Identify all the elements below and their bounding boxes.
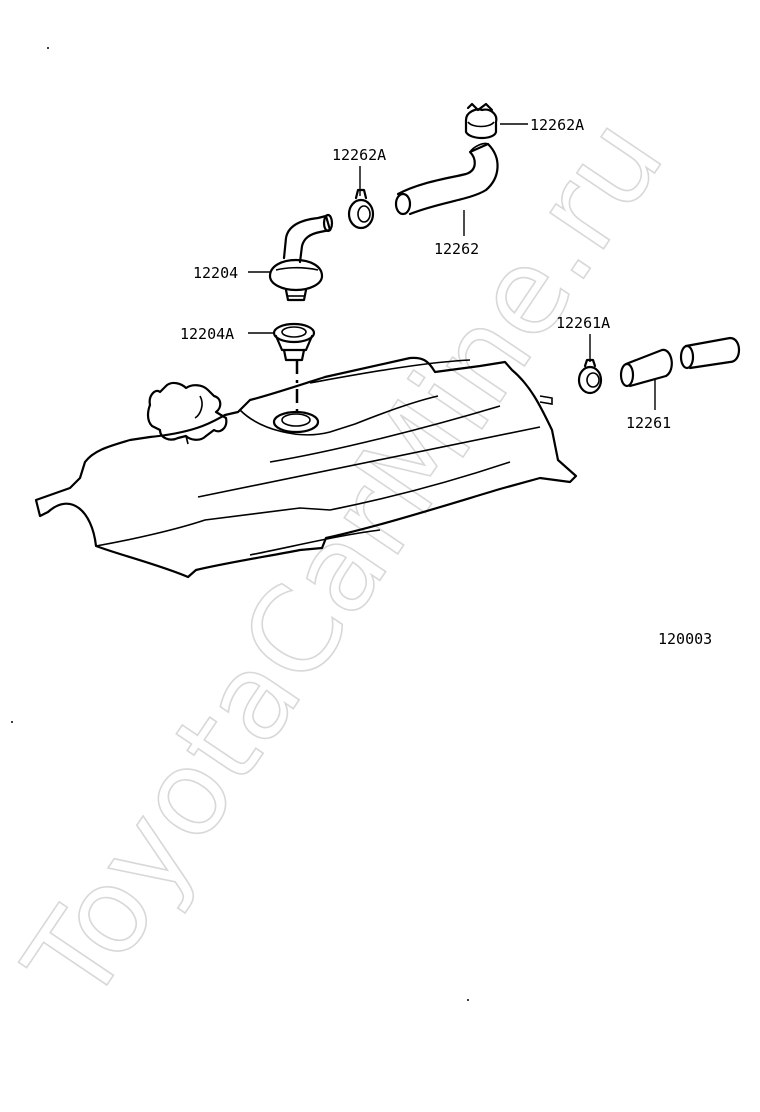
clamp-12262a-top [464, 102, 498, 140]
oil-filler-cap [146, 381, 228, 445]
figure-number: 120003 [658, 630, 712, 648]
grommet-hole [272, 410, 320, 434]
hose-12262 [394, 142, 499, 216]
label-12261: 12261 [626, 414, 671, 432]
grommet-12204a [272, 322, 316, 362]
hose-12261 [619, 336, 741, 388]
cylinder-head-cover [34, 356, 578, 579]
speck [11, 721, 13, 723]
watermark: ToyotaCarMine.ru [0, 94, 690, 1027]
label-12204: 12204 [193, 264, 238, 282]
label-12262a-mid: 12262A [332, 146, 386, 164]
label-12262: 12262 [434, 240, 479, 258]
label-12262a-top: 12262A [530, 116, 584, 134]
clamp-12262a-mid [347, 188, 375, 230]
label-12261a: 12261A [556, 314, 610, 332]
leader-lines [248, 123, 656, 410]
speck [47, 47, 49, 49]
speck [467, 999, 469, 1001]
clamp-12261a [577, 358, 603, 395]
pcv-valve-12204 [268, 213, 334, 302]
label-12204a: 12204A [180, 325, 234, 343]
